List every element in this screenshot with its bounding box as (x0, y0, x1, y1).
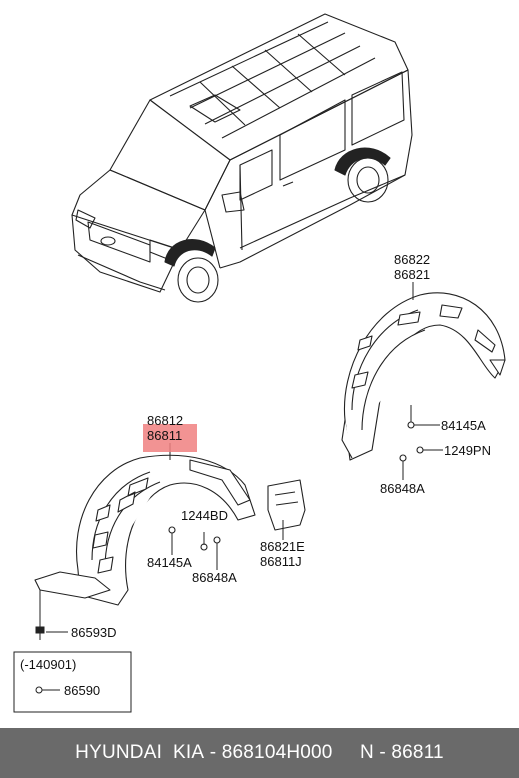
legend-date-note: (-140901) (20, 657, 76, 672)
footer-part-number: 868104H000 (221, 742, 333, 763)
van-illustration (71, 13, 413, 303)
leader-lines (39, 282, 443, 633)
label-rear-clip: 84145A (441, 418, 486, 433)
footer-sep-1: - (204, 742, 222, 763)
label-front-upper: 86812 (147, 413, 183, 428)
label-front-screw: 86848A (192, 570, 237, 585)
rear-fasteners (399, 421, 424, 462)
footer-gap (333, 742, 360, 764)
parts-diagram: 86822 86821 84145A 1249PN 86848A 86812 8… (13, 13, 506, 713)
label-rear-upper: 86822 (394, 252, 430, 267)
label-rear-screw: 86848A (380, 481, 425, 496)
screw-icon (35, 626, 45, 640)
label-front-lower: 86811 (147, 428, 182, 443)
highlight-box (143, 424, 197, 452)
footer-bar: HYUNDAI KIA - 868104H000 N - 86811 (0, 728, 519, 778)
clip-icon (35, 686, 60, 694)
front-wheel-guard (34, 454, 306, 606)
footer-suffix: N - 86811 (359, 742, 444, 763)
label-rear-lower: 86821 (394, 267, 430, 282)
footer-brand: HYUNDAI KIA (75, 742, 205, 763)
label-flap-upper: 86821E (260, 539, 305, 554)
rear-wheel-guard (341, 292, 506, 461)
label-front-bolt: 1244BD (181, 508, 228, 523)
label-flap-lower: 86811J (260, 554, 302, 569)
legend-part: 86590 (64, 683, 100, 698)
label-front-clip: 84145A (147, 555, 192, 570)
legend-box: (-140901) 86590 (13, 651, 132, 713)
label-bottom-screw: 86593D (71, 625, 117, 640)
label-rear-pin: 1249PN (444, 443, 491, 458)
